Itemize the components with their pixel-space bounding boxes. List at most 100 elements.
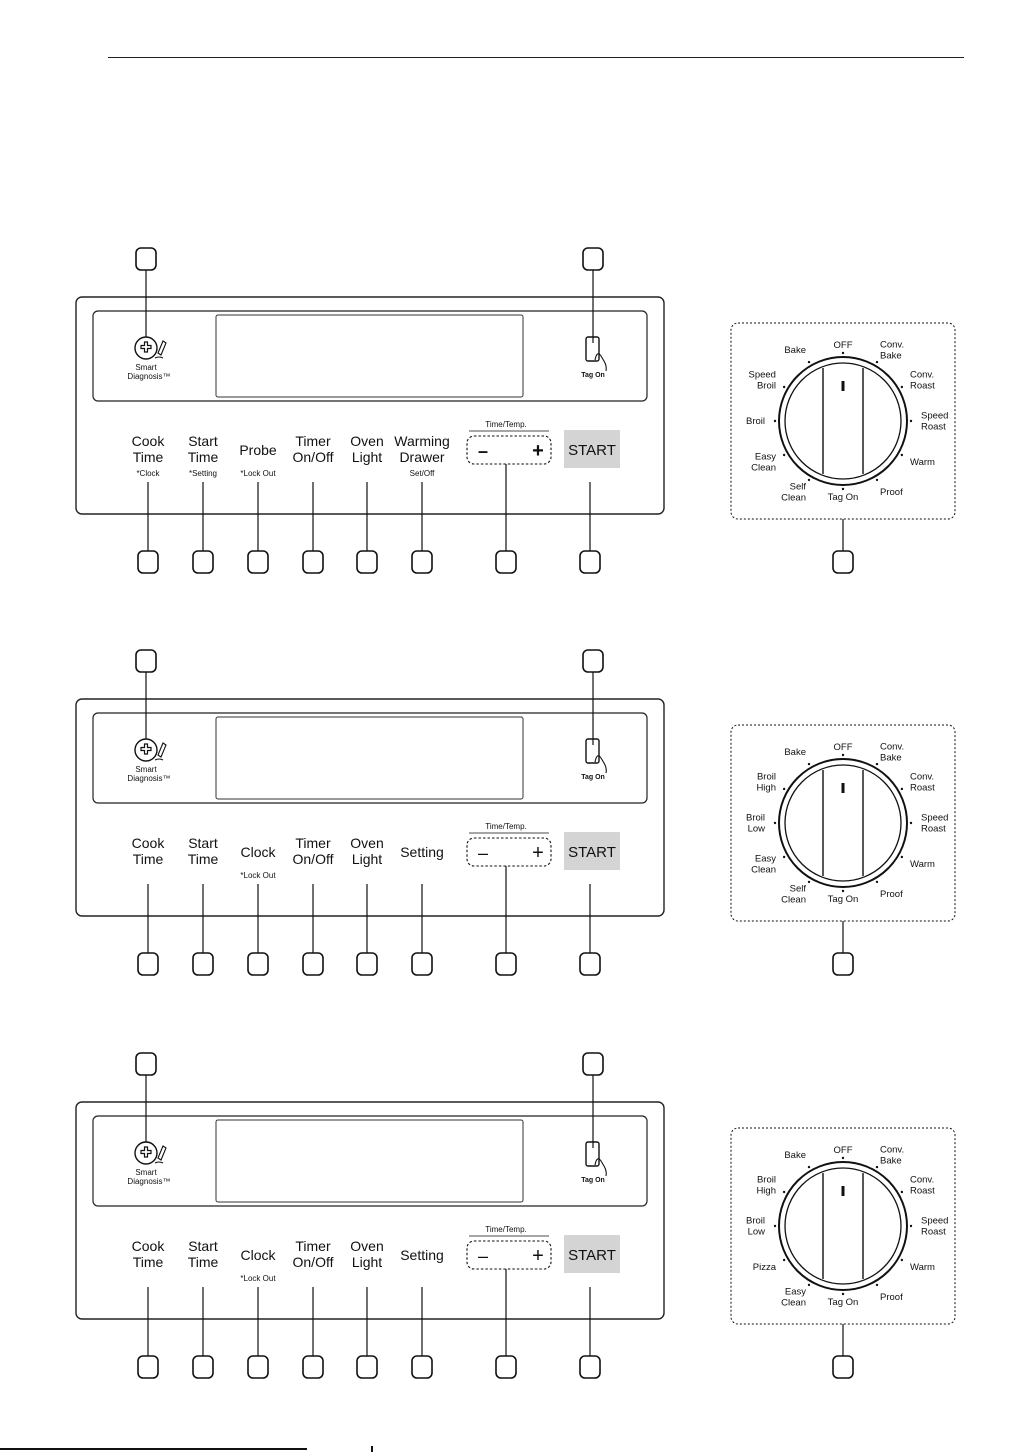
mode-label: Roast <box>921 422 946 433</box>
smart-diagnosis-icon[interactable] <box>134 738 167 762</box>
button-label: Clock <box>240 844 276 860</box>
mode-label: Speed <box>749 370 776 381</box>
mode-label: Roast <box>910 1186 935 1197</box>
button-label-line2: Time <box>188 851 219 867</box>
time-temp-control[interactable]: Time/Temp.–+ <box>466 822 552 867</box>
mode-label: Roast <box>910 381 935 392</box>
callout-marker-smart-diagnosis <box>135 1052 157 1076</box>
tag-on-icon[interactable] <box>585 336 607 372</box>
panel-button-3[interactable]: Clock*Lock Out <box>240 1247 276 1283</box>
button-label-line2: Time <box>133 449 164 465</box>
mode-label: Tag On <box>828 492 859 503</box>
display-screen <box>215 1119 524 1203</box>
start-button-label: START <box>568 442 616 459</box>
mode-label: Easy <box>755 854 776 865</box>
panel-button-6[interactable]: Setting <box>400 844 444 860</box>
mode-label: Warm <box>910 457 935 468</box>
button-label-line2: Time <box>133 1254 164 1270</box>
mode-dial-grip <box>822 1173 864 1279</box>
mode-label: Bake <box>880 350 902 361</box>
mode-dial-dot <box>782 1258 786 1262</box>
mode-label: Roast <box>910 783 935 794</box>
mode-dial-dot <box>841 1156 845 1160</box>
bottom-rule <box>0 1448 307 1450</box>
mode-dial-indicator <box>841 783 845 793</box>
mode-dial-dot <box>909 1224 913 1228</box>
time-temp-box <box>466 435 552 465</box>
mode-label: Broil <box>757 772 776 783</box>
callout-marker-button <box>247 1355 269 1379</box>
start-button[interactable]: START <box>564 832 620 870</box>
smart-diagnosis-phone <box>154 1145 167 1164</box>
smart-diagnosis-icon[interactable] <box>134 336 167 360</box>
smart-diagnosis-cross <box>140 341 152 353</box>
smart-diagnosis-icon[interactable] <box>134 1141 167 1165</box>
mode-dial-dot <box>773 1224 777 1228</box>
start-button-label: START <box>568 844 616 861</box>
mode-dial-dot <box>909 419 913 423</box>
button-label-line1: Timer <box>295 1238 331 1254</box>
smart-diagnosis-phone <box>154 742 167 761</box>
mode-dial-inner-ring <box>784 1167 902 1285</box>
start-button[interactable]: START <box>564 1235 620 1273</box>
smart-diagnosis-ring <box>134 1141 158 1165</box>
mode-dial-dot <box>841 753 845 757</box>
mode-dial-dot <box>900 1190 904 1194</box>
callout-marker-tag-on <box>582 649 604 673</box>
mode-label: Pizza <box>753 1262 777 1273</box>
control-panel-frame <box>75 296 665 515</box>
callout-marker-button <box>192 952 214 976</box>
callout-marker-start <box>579 550 601 574</box>
callout-marker-tag-on <box>582 247 604 271</box>
start-button[interactable]: START <box>564 430 620 468</box>
callout-marker-dial <box>832 550 854 574</box>
button-label-line2: On/Off <box>293 1254 334 1270</box>
button-label-line2: Drawer <box>399 449 444 465</box>
panel-button-6[interactable]: Setting <box>400 1247 444 1263</box>
button-label-line1: Cook <box>132 1238 166 1254</box>
mode-label: High <box>756 783 776 794</box>
time-temp-label: Time/Temp. <box>485 420 527 429</box>
button-label-line1: Start <box>188 433 218 449</box>
mode-label: Tag On <box>828 894 859 905</box>
button-label-line1: Start <box>188 1238 218 1254</box>
panel-button-3[interactable]: Clock*Lock Out <box>240 844 276 880</box>
tag-on-icon[interactable] <box>585 1141 607 1177</box>
button-label-line1: Oven <box>350 433 383 449</box>
button-label-line2: Light <box>352 1254 382 1270</box>
callout-marker-button <box>137 1355 159 1379</box>
mode-dial-dot <box>875 762 879 766</box>
mode-label: Easy <box>785 1287 806 1298</box>
mode-dial-dot <box>875 360 879 364</box>
time-temp-control[interactable]: Time/Temp.–+ <box>466 420 552 465</box>
tag-on-label: Tag On <box>581 372 605 379</box>
time-temp-control[interactable]: Time/Temp.–+ <box>466 1225 552 1270</box>
display-band <box>92 712 648 804</box>
mode-label: Speed <box>921 813 948 824</box>
mode-dial-dot <box>875 478 879 482</box>
panel-button-3[interactable]: Probe*Lock Out <box>239 442 277 478</box>
smart-diagnosis-phone <box>154 340 167 359</box>
time-temp-box <box>466 1240 552 1270</box>
tag-on-icon[interactable] <box>585 738 607 774</box>
mode-label: Speed <box>921 411 948 422</box>
smart-diagnosis-label-1: Smart <box>135 765 157 774</box>
mode-label: Proof <box>880 1292 903 1303</box>
mode-dial-outer-ring <box>778 1161 908 1291</box>
